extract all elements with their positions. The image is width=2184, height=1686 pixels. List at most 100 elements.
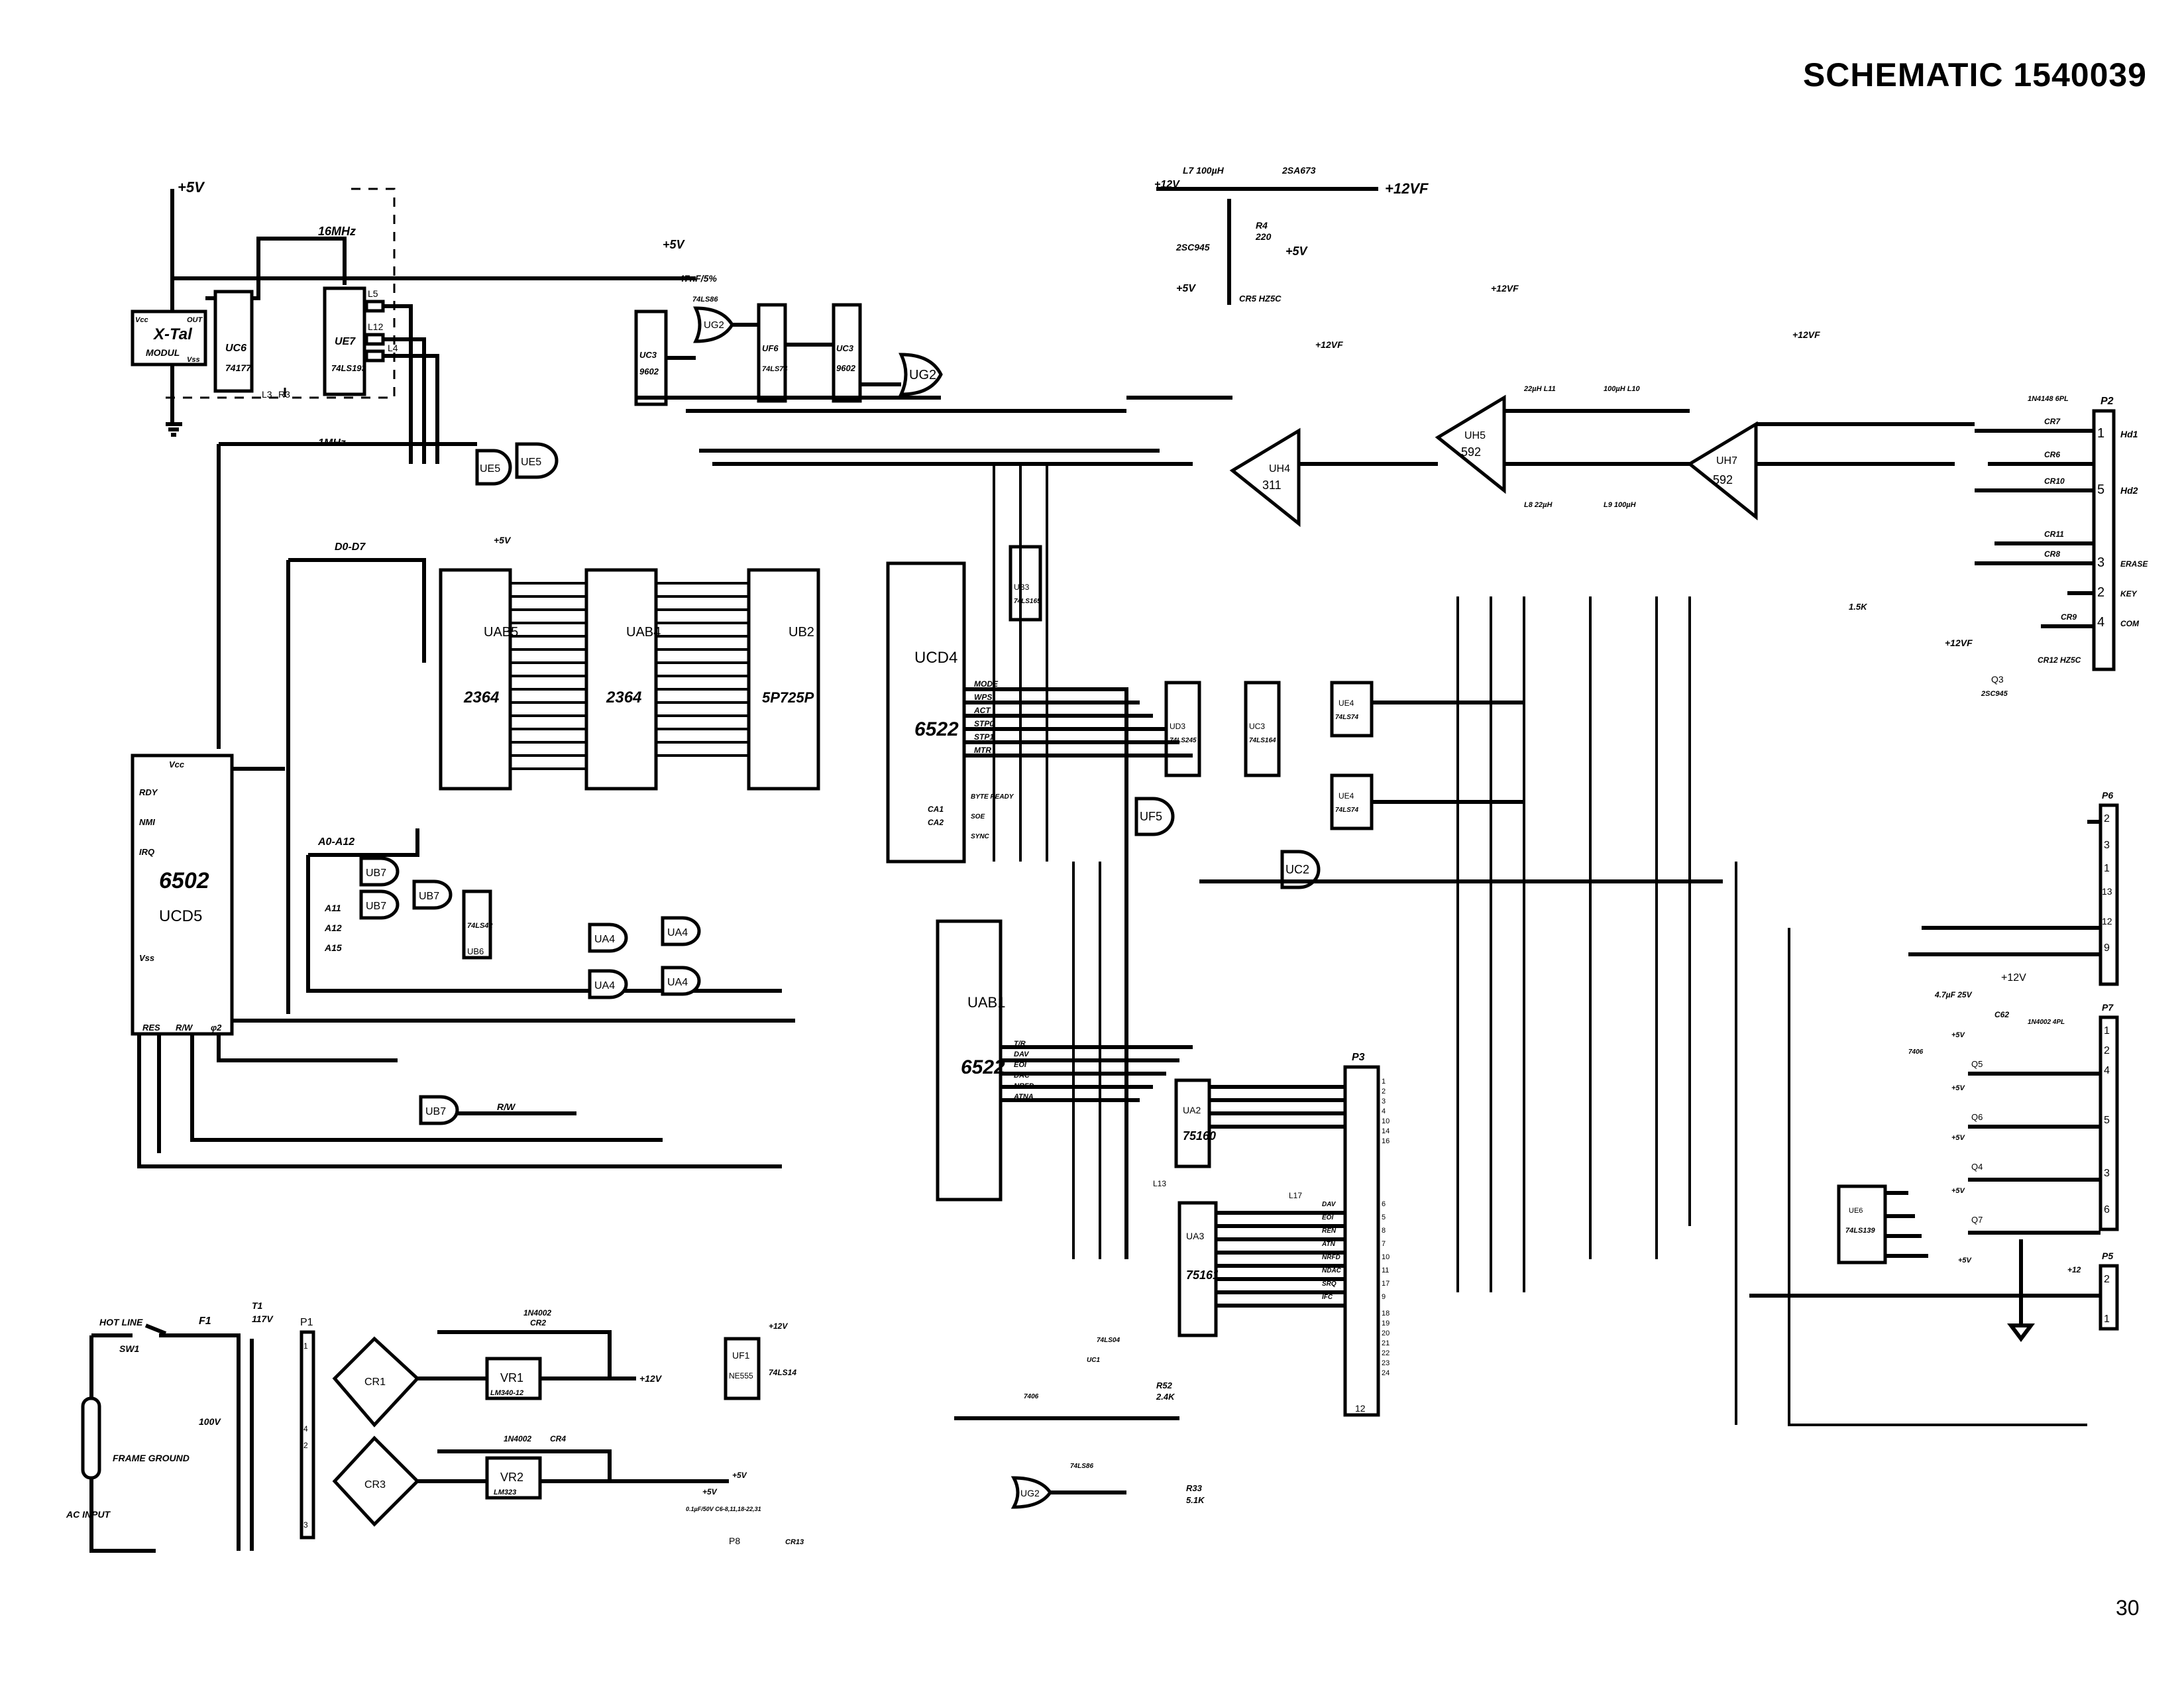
xtal-sub: MODUL <box>146 347 180 358</box>
via1-ca2: CA2 <box>928 818 944 827</box>
uh4-part: 311 <box>1262 478 1282 492</box>
driver-part: 7406 <box>1908 1048 1924 1056</box>
vr1-out: +12V <box>639 1373 663 1384</box>
via1-sync: SYNC <box>971 833 990 840</box>
svg-text:21: 21 <box>1382 1339 1390 1347</box>
svg-text:ATN: ATN <box>1321 1241 1336 1248</box>
via1-soe: SOE <box>971 813 985 820</box>
svg-text:DAV: DAV <box>1322 1201 1337 1208</box>
cr12: CR12 HZ5C <box>2038 655 2081 665</box>
vr1 <box>485 1357 542 1400</box>
via-section: UCD4 6522 MODE WPS ACT STP0 STP1 MTR CA1… <box>886 545 1723 1259</box>
svg-text:1: 1 <box>1382 1078 1386 1086</box>
xtal-module <box>131 309 207 366</box>
svg-text:3: 3 <box>2097 555 2104 570</box>
timer-ref: UF1 <box>732 1350 750 1361</box>
ue7-ref: UE7 <box>335 336 356 347</box>
t1: T1 <box>252 1300 263 1311</box>
via1-part: 6522 <box>914 718 959 740</box>
r33: R33 <box>1186 1483 1203 1493</box>
via1-ref: UCD4 <box>914 649 957 667</box>
cpu-6502 <box>131 754 234 1036</box>
p7-ref: P7 <box>2102 1002 2114 1013</box>
cr9: CR9 <box>2061 612 2077 622</box>
ac-plug <box>81 1396 101 1480</box>
uc6-counter <box>213 290 254 393</box>
svg-text:IFC: IFC <box>1322 1294 1333 1301</box>
q3: Q3 <box>1991 674 2004 685</box>
ff-ue4-b <box>1330 773 1374 830</box>
amp-uh5 <box>1435 394 1506 494</box>
cap-label: 47nF/5% <box>679 273 717 284</box>
svg-text:19: 19 <box>1382 1320 1390 1327</box>
cr7: CR7 <box>2044 417 2061 426</box>
p5-note: +12 <box>2067 1265 2081 1274</box>
cpu-pin-vcc: Vcc <box>169 759 185 769</box>
gate-ub7-c: UB7 <box>366 901 386 912</box>
addr-a15: A15 <box>324 942 342 953</box>
f1: F1 <box>199 1316 211 1327</box>
freq-16mhz: 16MHz <box>318 225 356 238</box>
svg-text:Hd2: Hd2 <box>2120 485 2138 496</box>
xor-part-a: 74LS86 <box>692 296 718 304</box>
svg-text:5: 5 <box>1382 1213 1386 1221</box>
inductor-l17: L17 <box>1289 1191 1302 1200</box>
vr2-ref: VR2 <box>500 1471 523 1484</box>
gate-ue5-b-label: UE5 <box>521 457 541 468</box>
decoder-ue6 <box>1837 1184 1887 1264</box>
uc3-b-part: 9602 <box>836 363 856 373</box>
svg-text:18: 18 <box>1382 1310 1390 1318</box>
via2-ref: UAB1 <box>967 994 1005 1011</box>
connector-p3 <box>1343 1065 1380 1417</box>
connector-p6 <box>2099 803 2119 986</box>
shift-ref: UC3 <box>1249 722 1265 731</box>
ff-b-ref: UE4 <box>1338 791 1354 801</box>
cpu-pin-rdy: RDY <box>139 787 158 797</box>
part-74ls14: 74LS14 <box>769 1368 796 1377</box>
amp-uh7 <box>1686 421 1758 521</box>
svg-text:17: 17 <box>1382 1280 1390 1288</box>
timer-uf1 <box>724 1337 761 1400</box>
svg-text:4: 4 <box>1382 1107 1386 1115</box>
p3-signal-labels: DAV EOI REN ATN NRFD NDAC SRQ IFC <box>1321 1201 1342 1301</box>
gate-ua4-b: UA4 <box>667 927 688 938</box>
tx-part: 75160 <box>1183 1129 1216 1143</box>
cap-note: 0.1µF/50V C6-8,11,18-22,31 <box>686 1506 761 1512</box>
cpu-pin-phi2: φ2 <box>211 1023 222 1033</box>
inductor-l5: L5 <box>368 288 378 299</box>
cpu-ref: UCD5 <box>159 907 202 925</box>
cr10: CR10 <box>2044 477 2065 486</box>
via1-pb-stp0: STP0 <box>974 719 994 728</box>
p6-pin-13: 13 <box>2102 886 2112 897</box>
led-rail-c: +5V <box>1951 1134 1966 1142</box>
sw1: SW1 <box>119 1343 140 1354</box>
p2-connector <box>2092 409 2116 671</box>
via1-pb-stp1: STP1 <box>974 732 994 742</box>
led-rail-b: +5V <box>1951 1084 1966 1092</box>
gate-ue5-b <box>515 442 559 479</box>
rw-label: R/W <box>497 1101 516 1112</box>
reg-r4-value: 220 <box>1255 231 1272 242</box>
analog-rail-3: +12VF <box>1792 329 1820 340</box>
filter-l9: L9 100µH <box>1604 501 1637 509</box>
cpu-pin-vss: Vss <box>139 953 154 963</box>
uh5-ref: UH5 <box>1464 430 1486 441</box>
p6-pin-9: 9 <box>2104 942 2110 954</box>
p1-pin-3: 3 <box>303 1520 308 1530</box>
xtal-pin-vss: Vss <box>187 356 200 364</box>
rom2-ref: UAB4 <box>626 625 661 640</box>
ue7-part: 74LS193 <box>331 363 367 373</box>
power-section: HOT LINE AC INPUT FRAME GROUND SW1 F1 T1… <box>66 1300 804 1553</box>
xor-ug2-b: UG2 <box>909 368 936 382</box>
reg-q1: 2SA673 <box>1282 165 1316 176</box>
svg-text:Hd1: Hd1 <box>2120 429 2138 439</box>
via-ucd4 <box>886 561 966 864</box>
reg-out: +12VF <box>1385 180 1429 197</box>
inductor-l12: L12 <box>368 321 384 332</box>
svg-text:10: 10 <box>1382 1117 1390 1125</box>
rom2-part: 2364 <box>606 689 641 706</box>
p7-pin-1: 1 <box>2104 1025 2110 1037</box>
svg-text:NDAC: NDAC <box>1322 1267 1342 1274</box>
